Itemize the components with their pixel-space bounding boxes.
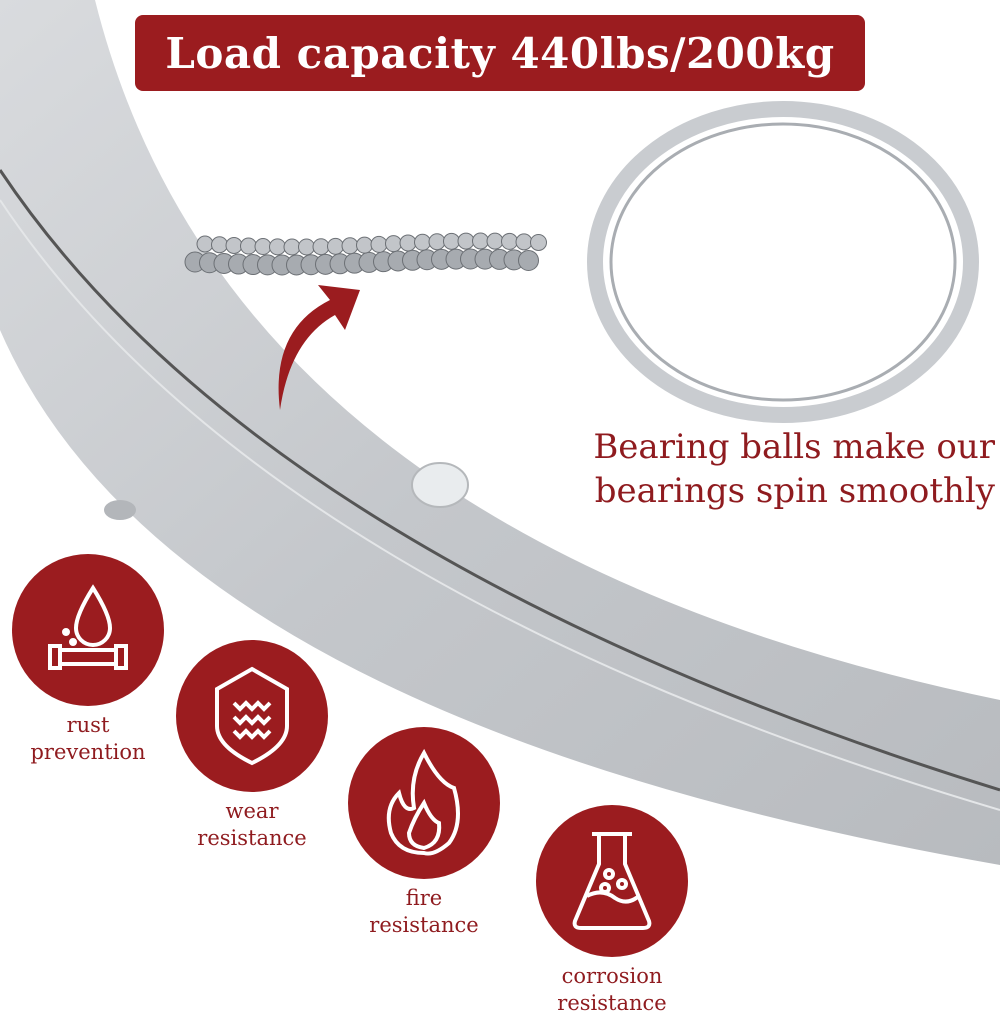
bearing-ball (518, 249, 539, 271)
shield-waves-icon (215, 666, 289, 766)
bearing-caption: Bearing balls make our bearings spin smo… (585, 425, 995, 513)
load-capacity-banner: Load capacity 440lbs/200kg (135, 15, 865, 91)
bearing-ball (240, 237, 257, 255)
bearing-ball (530, 233, 547, 251)
bearing-ball (370, 235, 388, 253)
feature-label: corrosion (561, 964, 663, 988)
rust-drop-pipe-icon (48, 584, 128, 670)
bearing-ball (356, 236, 373, 254)
curved-arrow-icon (278, 285, 360, 410)
flask-icon (572, 832, 652, 930)
bearing-ball (457, 232, 475, 250)
bearing-ball (298, 238, 315, 256)
bearing-ball (515, 233, 533, 251)
bearing-ball (443, 232, 460, 250)
feature-rust-prevention: rust prevention (3, 554, 173, 766)
caption-line-2: bearings spin smoothly (594, 471, 995, 511)
bearing-ball (341, 237, 359, 255)
bearing-ball (327, 237, 344, 255)
bearing-ball (211, 236, 228, 254)
bearing-ball (269, 238, 286, 256)
feature-label: prevention (30, 740, 146, 764)
feature-label: fire (405, 886, 443, 910)
caption-line-1: Bearing balls make our (593, 427, 995, 467)
feature-corrosion-resistance: corrosion resistance (527, 805, 697, 1017)
bearing-ball (254, 238, 272, 256)
bearing-ball (385, 235, 402, 253)
small-bearing-ring (587, 101, 979, 423)
feature-label: rust (66, 713, 110, 737)
bearing-ball (283, 238, 301, 256)
bearing-ball (472, 232, 489, 250)
feature-label: resistance (557, 991, 667, 1015)
bearing-ball (399, 234, 417, 252)
feature-label: resistance (197, 826, 307, 850)
bearing-balls (184, 232, 547, 276)
bearing-ball (414, 233, 431, 251)
spacer-knob (411, 462, 469, 508)
feature-label: wear (225, 799, 279, 823)
bearing-ball (312, 238, 330, 256)
bearing-ball (486, 232, 504, 250)
bearing-ball (501, 232, 518, 250)
feature-fire-resistance: fire resistance (339, 727, 509, 939)
bearing-ball (428, 233, 446, 251)
feature-wear-resistance: wear resistance (167, 640, 337, 852)
bearing-ball (225, 236, 243, 254)
bearing-ball (196, 235, 214, 253)
flame-icon (386, 748, 460, 856)
feature-label: resistance (369, 913, 479, 937)
